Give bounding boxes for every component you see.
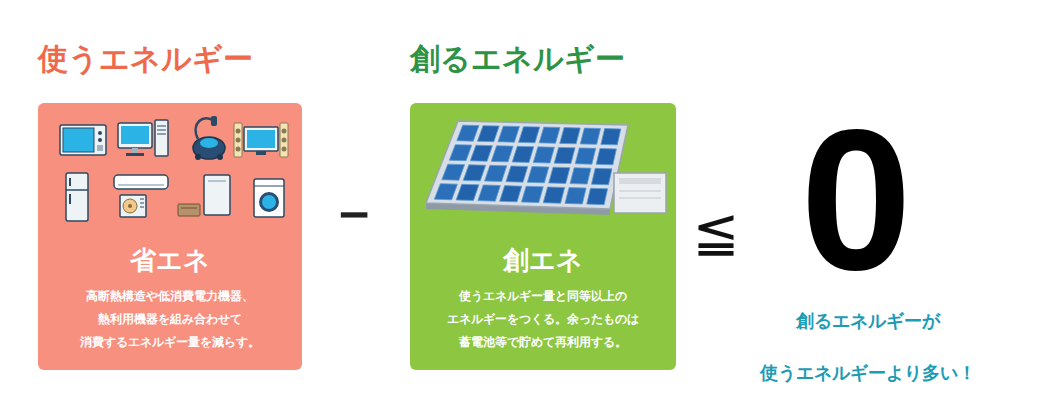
solar-cell	[498, 126, 520, 142]
computer-icon	[118, 120, 168, 156]
solar-cell	[512, 146, 534, 162]
solar-cell	[570, 168, 591, 184]
zero-value: 0	[800, 100, 911, 300]
solar-cell	[477, 126, 499, 142]
solar-cell	[575, 148, 596, 164]
solar-cell	[543, 187, 565, 203]
television-icon	[234, 123, 288, 157]
solar-cell	[485, 165, 507, 181]
solar-cell	[500, 186, 522, 202]
solar-cell	[560, 128, 581, 144]
solar-cell	[506, 166, 528, 182]
minus-sign: －	[326, 184, 382, 240]
solar-panel-illustration	[410, 103, 676, 243]
box-title: 創エネ	[420, 243, 666, 277]
water-heater-icon	[178, 175, 230, 216]
section-heading: 創るエネルギー	[410, 39, 625, 79]
solar-cell	[549, 167, 570, 183]
box-description: 使うエネルギー量と同等以上の エネルギーをつくる。余ったものは 蓄電池等で貯めて…	[420, 285, 666, 354]
washing-machine-icon	[254, 179, 284, 217]
energy-saving-box: 使うエネルギー省エネ高断熱構造や低消費電力機器、 熱利用機器を組み合わせて 消費…	[38, 103, 302, 370]
solar-cell	[442, 164, 465, 180]
solar-cell	[521, 186, 543, 202]
refrigerator-icon	[66, 173, 88, 221]
solar-cell	[533, 147, 554, 163]
box-description: 高断熱構造や低消費電力機器、 熱利用機器を組み合わせて 消費するエネルギー量を減…	[48, 285, 292, 354]
box-title: 省エネ	[48, 243, 292, 277]
air-conditioner-icon	[114, 175, 168, 217]
solar-cell	[527, 167, 549, 183]
appliance-icons	[38, 103, 302, 243]
section-heading: 使うエネルギー	[38, 39, 253, 79]
less-or-equal-sign: ≦	[693, 204, 740, 260]
solar-cell	[596, 148, 616, 164]
solar-cell	[554, 147, 575, 163]
solar-cell	[601, 129, 621, 145]
solar-cell	[449, 145, 471, 161]
solar-cell	[591, 168, 612, 184]
solar-cell	[565, 188, 586, 204]
microwave-icon	[60, 125, 106, 155]
power-conditioner	[614, 173, 666, 213]
solar-cell	[470, 145, 492, 161]
vacuum-icon	[193, 116, 225, 160]
panel-cells	[434, 125, 620, 204]
solar-cell	[478, 185, 500, 201]
solar-cell	[434, 184, 457, 200]
energy-creation-box: 創るエネルギー創エネ使うエネルギー量と同等以上の エネルギーをつくる。余ったもの…	[410, 103, 676, 370]
panel-frame	[426, 121, 628, 209]
solar-cell	[457, 125, 479, 141]
solar-cell	[491, 146, 513, 162]
solar-cell	[519, 127, 540, 143]
conclusion-note: 創るエネルギーが 使うエネルギーより多い！	[738, 295, 998, 399]
solar-cell	[456, 184, 479, 200]
solar-cell	[539, 127, 560, 143]
solar-cell	[580, 128, 600, 144]
solar-cell	[463, 165, 485, 181]
solar-cell	[587, 188, 608, 204]
